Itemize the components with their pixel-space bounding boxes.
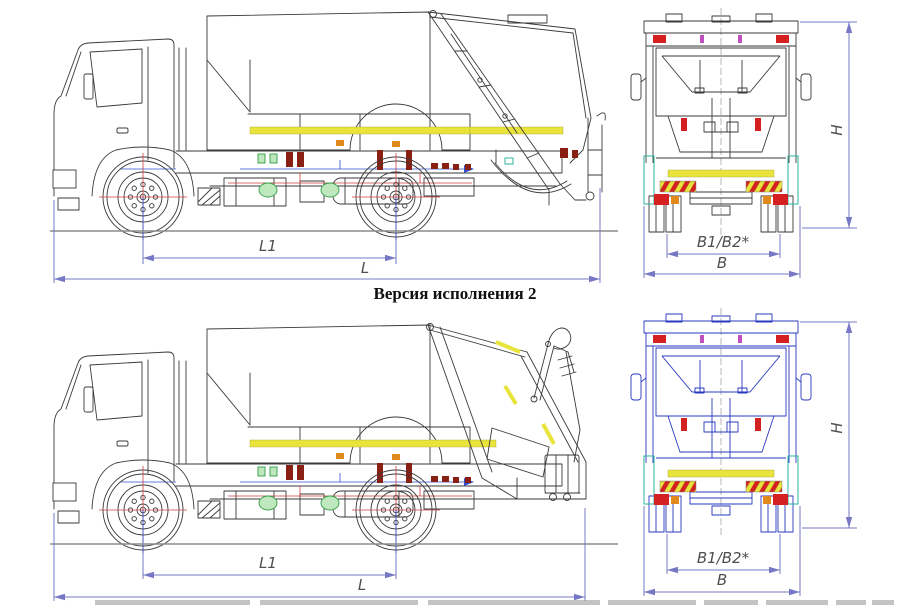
dims-bottom-rear: H B1/B2* B — [643, 321, 857, 596]
dim-label-length-top: L — [361, 259, 369, 277]
side-view-bottom — [53, 323, 587, 578]
rear-view-top — [630, 7, 812, 237]
dim-label-track-bottom: B1/B2* — [697, 549, 750, 567]
dims-top-rear: H B1/B2* B — [643, 21, 857, 278]
rear-view-bottom — [630, 307, 812, 537]
dim-label-height-top: H — [828, 124, 846, 135]
dims-top-side: L1 L — [53, 188, 601, 283]
dim-label-wheelbase-bottom: L1 — [259, 554, 277, 572]
rear-loader-top — [427, 10, 606, 206]
dim-label-width-top: B — [717, 254, 727, 272]
dim-label-height-bottom: H — [828, 422, 846, 433]
clipped-text-strip — [95, 600, 894, 605]
version-caption: Версия исполнения 2 — [374, 284, 537, 303]
dim-label-width-bottom: B — [717, 571, 727, 589]
side-view-top — [53, 10, 606, 265]
rear-loader-bottom — [426, 323, 587, 501]
dim-label-wheelbase-top: L1 — [259, 237, 277, 255]
dim-label-length-bottom: L — [358, 576, 366, 594]
dims-bottom-side: L1 L — [53, 508, 586, 601]
dim-label-track-top: B1/B2* — [697, 233, 750, 251]
